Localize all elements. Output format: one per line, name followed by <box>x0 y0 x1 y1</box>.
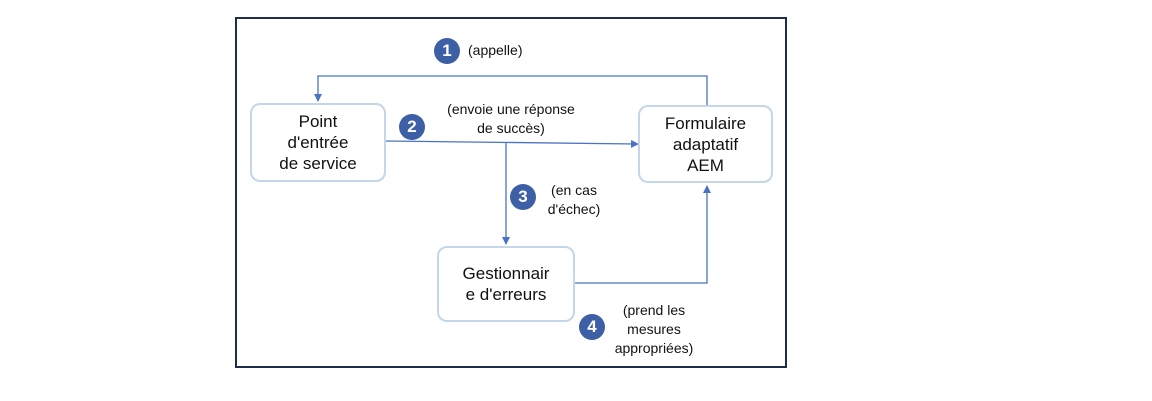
node-adaptive-form-label: Formulaire adaptatif AEM <box>664 113 747 175</box>
step-3-badge: 3 <box>510 184 536 210</box>
arrow-step-1 <box>314 75 708 105</box>
node-service-entry: Point d'entrée de service <box>250 103 386 182</box>
node-error-handler: Gestionnair e d'erreurs <box>437 246 575 322</box>
step-4-label: (prend les mesures appropriées) <box>614 302 694 356</box>
step-4-badge: 4 <box>579 314 605 340</box>
node-error-handler-label: Gestionnair e d'erreurs <box>462 264 550 304</box>
node-adaptive-form: Formulaire adaptatif AEM <box>638 105 773 183</box>
step-1-label: (appelle) <box>468 42 523 58</box>
step-3-label: (en cas d'échec) <box>547 182 601 217</box>
arrow-step-2 <box>385 139 639 148</box>
step-2-badge: 2 <box>399 114 425 140</box>
node-service-entry-label: Point d'entrée de service <box>279 112 357 173</box>
diagram-frame <box>235 17 787 368</box>
step-2-label: (envoie une réponse de succès) <box>447 101 575 136</box>
step-1-badge: 1 <box>434 38 460 64</box>
arrow-step-4 <box>575 185 711 284</box>
